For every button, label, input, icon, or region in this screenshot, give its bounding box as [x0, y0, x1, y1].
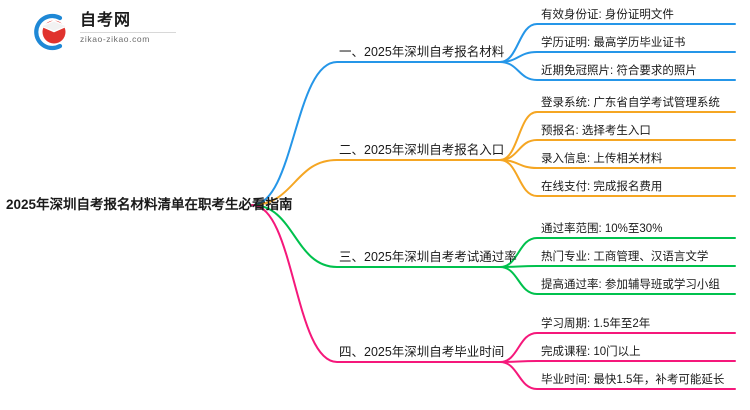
leaf-node-1-1[interactable]: 有效身份证: 身份证明文件: [541, 9, 674, 21]
logo-divider: [80, 32, 176, 33]
branch-node-1[interactable]: 一、2025年深圳自考报名材料: [339, 45, 505, 59]
logo-title: 自考网: [80, 12, 132, 29]
branch-node-2[interactable]: 二、2025年深圳自考报名入口: [339, 143, 505, 157]
root-node[interactable]: 2025年深圳自考报名材料清单在职考生必看指南: [6, 197, 293, 212]
leaf-connector-1-2: [499, 51, 736, 63]
leaf-connector-3-2: [499, 265, 736, 268]
branch-connector-3: [251, 204, 501, 268]
leaf-connector-2-4: [499, 159, 736, 197]
leaf-node-2-2[interactable]: 预报名: 选择考生入口: [541, 125, 651, 137]
leaf-node-2-4[interactable]: 在线支付: 完成报名费用: [541, 181, 663, 193]
branch-connector-2: [251, 159, 501, 206]
branch-connector-4: [251, 204, 501, 363]
graduation-cap-icon: [34, 13, 68, 51]
leaf-node-3-2[interactable]: 热门专业: 工商管理、汉语言文学: [541, 251, 709, 263]
leaf-node-2-1[interactable]: 登录系统: 广东省自学考试管理系统: [541, 97, 720, 109]
leaf-connector-2-2: [499, 139, 736, 161]
leaf-node-4-3[interactable]: 毕业时间: 最快1.5年，补考可能延长: [541, 374, 725, 386]
leaf-connector-4-3: [499, 361, 736, 390]
logo-text: 自考网 zikao-zikao.com: [80, 11, 180, 44]
leaf-node-3-3[interactable]: 提高通过率: 参加辅导班或学习小组: [541, 279, 720, 291]
leaf-node-4-1[interactable]: 学习周期: 1.5年至2年: [541, 318, 651, 330]
branch-node-4[interactable]: 四、2025年深圳自考毕业时间: [339, 345, 505, 359]
leaf-node-2-3[interactable]: 录入信息: 上传相关材料: [541, 153, 663, 165]
leaf-connector-3-3: [499, 266, 736, 295]
branch-node-3[interactable]: 三、2025年深圳自考考试通过率: [339, 250, 517, 264]
leaf-node-3-1[interactable]: 通过率范围: 10%至30%: [541, 223, 663, 235]
leaf-connector-2-1: [499, 111, 736, 161]
leaf-connector-1-3: [499, 61, 736, 81]
leaf-connector-4-2: [499, 360, 736, 363]
leaf-node-4-2[interactable]: 完成课程: 10门以上: [541, 346, 641, 358]
leaf-node-1-2[interactable]: 学历证明: 最高学历毕业证书: [541, 37, 686, 49]
leaf-node-1-3[interactable]: 近期免冠照片: 符合要求的照片: [541, 65, 697, 77]
logo-subtitle: zikao-zikao.com: [80, 34, 150, 44]
site-logo: 自考网 zikao-zikao.com: [30, 8, 180, 56]
branch-connector-1: [251, 61, 501, 206]
